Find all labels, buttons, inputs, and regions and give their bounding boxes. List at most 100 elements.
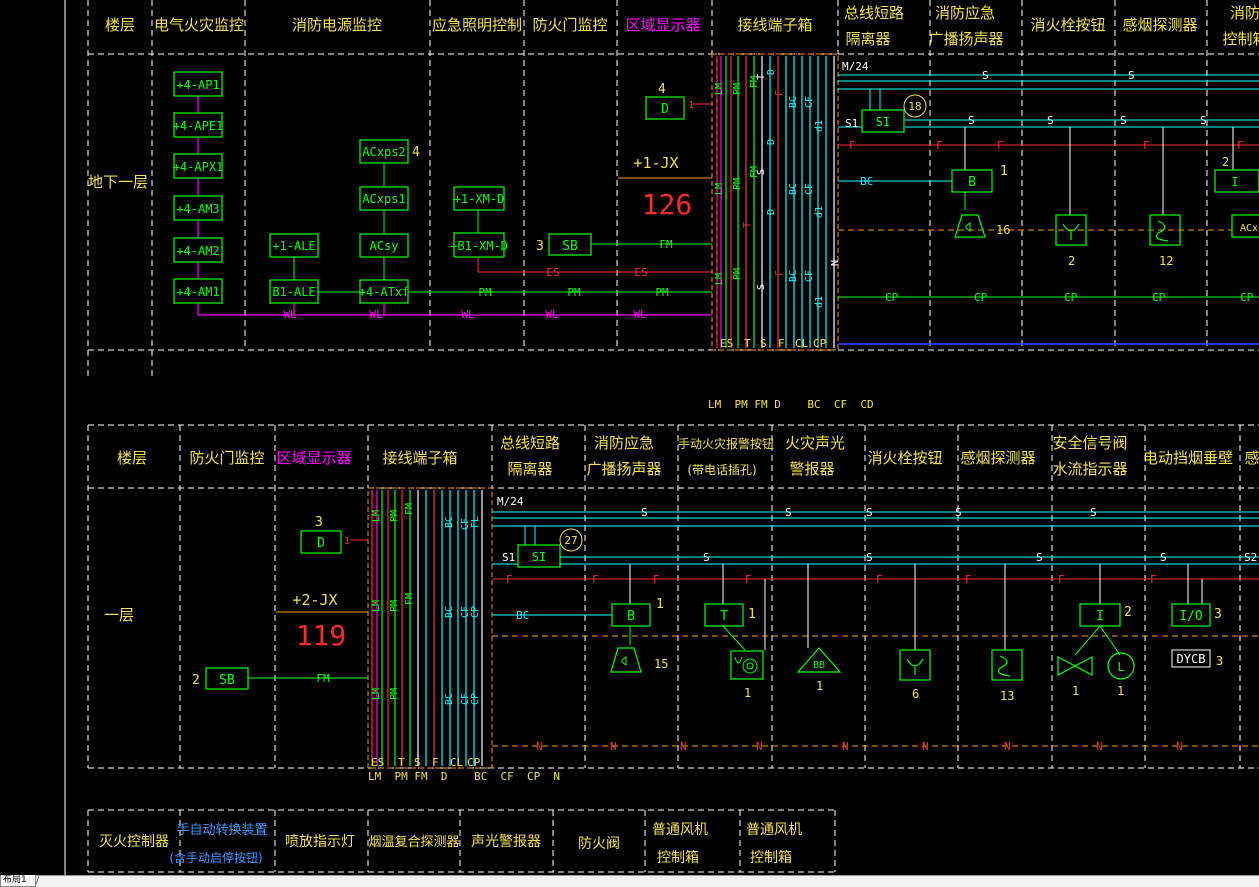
- pm-label-1: PM: [478, 286, 492, 299]
- sb-bottom[interactable]: SB 2 FM: [192, 667, 368, 690]
- tb-bottom-cp: CP: [813, 337, 827, 350]
- btb-lm-3: LM: [371, 688, 382, 700]
- tb-d-2: D: [766, 139, 777, 145]
- zone-display-top[interactable]: D 4 1: [645, 82, 712, 120]
- bot-header-bus-iso-2: 隔离器: [507, 460, 552, 478]
- svg-text:M/24: M/24: [842, 60, 869, 73]
- bot-smoke-icon[interactable]: 13: [991, 649, 1023, 703]
- top-header-elec-fire: 电气火灾监控: [154, 16, 244, 34]
- svg-text:SI: SI: [876, 115, 890, 129]
- tb-dl-2: d1: [814, 206, 825, 218]
- pm-label-3: PM: [655, 286, 669, 299]
- svg-text:1: 1: [744, 686, 751, 700]
- svg-text:F: F: [936, 139, 943, 152]
- svg-text:1: 1: [688, 100, 694, 111]
- svg-text:S1: S1: [845, 117, 858, 130]
- zone-display-bottom[interactable]: D 3 1: [300, 515, 368, 554]
- svg-text:1: 1: [344, 536, 350, 547]
- elec-device-am3[interactable]: +4-AM3: [173, 195, 223, 221]
- bot-sound-light-icon[interactable]: BB 1: [796, 647, 842, 693]
- svg-text:SB: SB: [219, 673, 235, 688]
- btb-cp-3: CP: [470, 693, 481, 705]
- top-bus-lines: [838, 74, 1259, 345]
- bot-header-extra: 感: [1244, 449, 1259, 467]
- bot-valve-icon[interactable]: 1: [1057, 656, 1093, 698]
- door-device-b1-xm[interactable]: +B1-XM-D: [450, 232, 508, 258]
- bot-t-module[interactable]: T 1: [704, 603, 756, 627]
- tb-bottom-cl: CL: [795, 337, 809, 350]
- bot-flow-indicator-icon[interactable]: L 1: [1107, 652, 1135, 698]
- bot-phone-alarm-icon[interactable]: 1: [730, 650, 764, 700]
- top-header-emerg-light: 应急照明控制: [432, 16, 522, 34]
- bot-b-module[interactable]: B 1: [611, 597, 664, 627]
- top-header-broadcast-2: 广播扬声器: [928, 30, 1003, 48]
- svg-text:F: F: [997, 139, 1004, 152]
- svg-text:126: 126: [642, 188, 693, 221]
- bot-dycb-label[interactable]: DYCB 3: [1171, 649, 1223, 668]
- svg-text:1: 1: [656, 597, 664, 612]
- legend-auto-manual-2: (含手动启停按钮): [169, 850, 262, 865]
- elec-device-ap1[interactable]: +4-AP1: [173, 71, 223, 97]
- svg-text:F: F: [849, 139, 856, 152]
- svg-text:S: S: [1036, 551, 1043, 564]
- svg-text:D: D: [317, 536, 325, 551]
- bot-header-broadcast-2: 广播扬声器: [586, 460, 661, 478]
- svg-text:+4-AP1: +4-AP1: [176, 78, 219, 92]
- top-smoke-icon[interactable]: 12: [1149, 214, 1181, 268]
- sb-top[interactable]: SB 3 FM: [536, 233, 712, 256]
- bot-header-smoke-det: 感烟探测器: [960, 449, 1035, 467]
- svg-text:S: S: [1120, 114, 1127, 127]
- power-device-ale[interactable]: +1-ALE: [269, 233, 319, 258]
- svg-text:S: S: [968, 114, 975, 127]
- bot-header-sound-light-1: 火灾声光: [785, 434, 845, 452]
- bot-iso-module[interactable]: SI 27: [517, 528, 583, 568]
- wl-label-1: WL: [283, 308, 297, 321]
- svg-text:3: 3: [1214, 607, 1222, 622]
- bot-header-signal-valve-1: 安全信号阀: [1052, 434, 1127, 452]
- svg-text:S: S: [1047, 114, 1054, 127]
- legend-sound-light: 声光警报器: [471, 834, 541, 850]
- top-speaker-icon[interactable]: 16: [954, 214, 1010, 238]
- top-hydrant-icon[interactable]: 2: [1055, 214, 1087, 268]
- top-b-module[interactable]: B 1: [951, 164, 1008, 193]
- legend-fan-2b: 控制箱: [750, 850, 792, 866]
- bot-speaker-icon[interactable]: 15: [610, 647, 668, 673]
- elec-device-am1[interactable]: +4-AM1: [173, 278, 223, 304]
- power-device-acxps1[interactable]: ACxps1: [359, 186, 409, 211]
- legend-fan-1a: 普通风机: [652, 822, 708, 838]
- bot-header-bus-iso-1: 总线短路: [500, 434, 560, 452]
- btb-bottom-t: T: [398, 756, 405, 769]
- bot-io-module[interactable]: I/O 3: [1171, 603, 1222, 627]
- svg-text:S1: S1: [502, 551, 515, 564]
- svg-text:S2: S2: [1244, 551, 1257, 564]
- svg-text:+4-ATxf: +4-ATxf: [359, 285, 410, 299]
- elec-device-apx1[interactable]: +4-APX1: [173, 153, 224, 179]
- svg-text:27: 27: [564, 534, 577, 547]
- top-ctrl-box[interactable]: I 2 ACxp: [1214, 155, 1259, 238]
- bot-hydrant-icon[interactable]: 6: [899, 649, 931, 701]
- svg-text:+4-AM2: +4-AM2: [176, 244, 219, 258]
- tb-f-1: F: [774, 90, 785, 96]
- power-device-atxf[interactable]: +4-ATxf: [359, 279, 410, 304]
- svg-text:F: F: [876, 573, 883, 586]
- svg-text:2: 2: [1222, 155, 1229, 169]
- elec-device-am2[interactable]: +4-AM2: [173, 237, 223, 263]
- power-device-acxps2[interactable]: ACxps2: [359, 139, 409, 164]
- svg-text:DYCB: DYCB: [1177, 652, 1206, 666]
- svg-text:S: S: [641, 506, 648, 519]
- svg-text:M/24: M/24: [497, 495, 524, 508]
- top-iso-module[interactable]: SI 18: [861, 94, 927, 133]
- top-header-fire-ctrl-1: 消防: [1230, 4, 1259, 22]
- elec-device-ape1[interactable]: +4-APE1: [173, 112, 224, 138]
- bot-i-module[interactable]: I 2: [1079, 603, 1132, 627]
- power-device-acsy[interactable]: ACsy: [359, 233, 409, 258]
- power-device-b1-ale[interactable]: B1-ALE: [269, 279, 319, 304]
- tb-d-1: D: [766, 69, 777, 75]
- tb-bc-2: BC: [788, 183, 799, 195]
- svg-text:F: F: [965, 573, 972, 586]
- svg-text:T: T: [720, 609, 728, 624]
- layout-tab[interactable]: 布局1: [0, 875, 36, 887]
- door-device-xm[interactable]: +1-XM-D: [453, 186, 505, 211]
- tb-bottom-f: F: [778, 337, 785, 350]
